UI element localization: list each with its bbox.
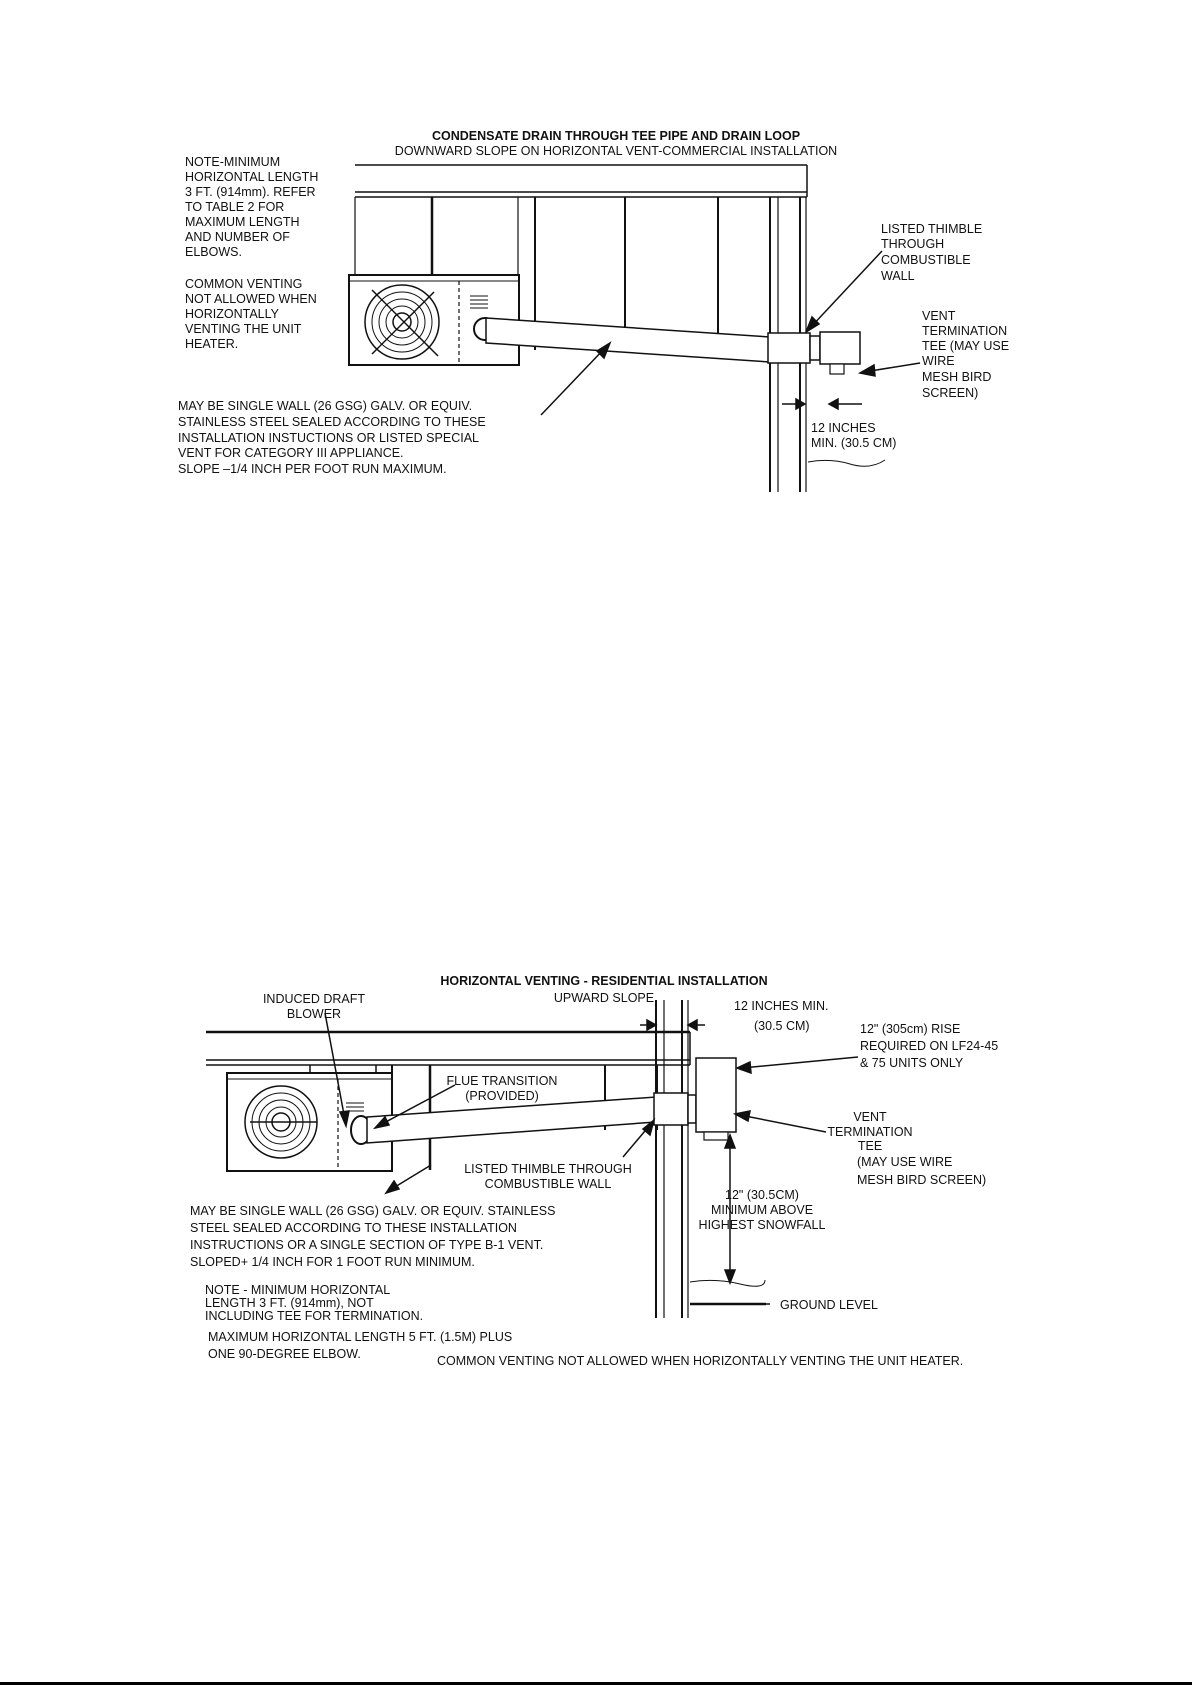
page-bottom-rule	[0, 1682, 1192, 1685]
label-line: COMBUSTIBLE	[881, 253, 971, 267]
label-line: MESH BIRD	[922, 370, 991, 384]
note-line: NOT ALLOWED WHEN	[185, 292, 317, 306]
note-line: STAINLESS STEEL SEALED ACCORDING TO THES…	[178, 415, 486, 429]
termination-label: VENT TERMINATION TEE (MAY USE WIRE MESH …	[827, 1110, 986, 1187]
vent-grille-icon	[470, 295, 488, 309]
pipe-note: MAY BE SINGLE WALL (26 GSG) GALV. OR EQU…	[190, 1204, 555, 1269]
snowfall-label: 12" (30.5CM) MINIMUM ABOVE HIGHEST SNOWF…	[699, 1188, 826, 1232]
note-line: MAXIMUM HORIZONTAL LENGTH 5 FT. (1.5M) P…	[208, 1330, 512, 1344]
label-line: WIRE	[922, 354, 955, 368]
label-line: 12 INCHES	[811, 421, 876, 435]
label-line: MINIMUM ABOVE	[711, 1203, 813, 1217]
label-line: TEE	[858, 1139, 882, 1153]
thimble-label: LISTED THIMBLE THROUGH COMBUSTIBLE WALL	[464, 1162, 632, 1191]
note-line: NOTE-MINIMUM	[185, 155, 280, 169]
note-line: HORIZONTALLY	[185, 307, 280, 321]
note-line: VENT FOR CATEGORY III APPLIANCE.	[178, 446, 404, 460]
rise-label: 12" (305cm) RISE REQUIRED ON LF24-45 & 7…	[860, 1022, 998, 1070]
label-line: SCREEN)	[922, 386, 978, 400]
termination-label: VENT TERMINATION TEE (MAY USE WIRE MESH …	[922, 309, 1009, 400]
flue-label: FLUE TRANSITION (PROVIDED)	[447, 1074, 558, 1103]
label-line: HIGHEST SNOWFALL	[699, 1218, 826, 1232]
label-line: REQUIRED ON LF24-45	[860, 1039, 998, 1053]
ceiling-beam	[206, 1030, 691, 1066]
note-line: ONE 90-DEGREE ELBOW.	[208, 1347, 361, 1361]
clearance-label: 12 INCHES MIN. (30.5 CM)	[811, 421, 896, 450]
label-line: LISTED THIMBLE	[881, 222, 982, 236]
note-min-length: NOTE - MINIMUM HORIZONTAL LENGTH 3 FT. (…	[205, 1283, 423, 1323]
note-line: SLOPED+ 1/4 INCH FOR 1 FOOT RUN MINIMUM.	[190, 1255, 475, 1269]
note-line: HEATER.	[185, 337, 238, 351]
fan-icon	[244, 1085, 318, 1159]
note-line: MAY BE SINGLE WALL (26 GSG) GALV. OR EQU…	[190, 1204, 555, 1218]
slope-label: UPWARD SLOPE	[554, 991, 654, 1005]
note-line: NOTE - MINIMUM HORIZONTAL	[205, 1283, 390, 1297]
figure1-subtitle: DOWNWARD SLOPE ON HORIZONTAL VENT-COMMER…	[395, 144, 837, 158]
note-line: 3 FT. (914mm). REFER	[185, 185, 316, 199]
label-line: BLOWER	[287, 1007, 341, 1021]
note-line: TO TABLE 2 FOR	[185, 200, 284, 214]
label-line: (MAY USE WIRE	[857, 1155, 952, 1169]
label-line: INDUCED DRAFT	[263, 992, 365, 1006]
label-line: (30.5 CM)	[754, 1019, 810, 1033]
thimble-label: LISTED THIMBLE THROUGH COMBUSTIBLE WALL	[881, 222, 982, 283]
note-line: MAXIMUM LENGTH	[185, 215, 300, 229]
clearance-label: 12 INCHES MIN. (30.5 CM)	[734, 999, 828, 1033]
label-line: TERMINATION	[827, 1125, 912, 1139]
label-line: VENT	[922, 309, 956, 323]
label-line: 12" (305cm) RISE	[860, 1022, 960, 1036]
label-line: 12 INCHES MIN.	[734, 999, 828, 1013]
wall-thimble	[767, 332, 811, 364]
label-arrows	[324, 1012, 859, 1305]
ceiling-beam	[355, 164, 808, 198]
note-common-venting: COMMON VENTING NOT ALLOWED WHEN HORIZONT…	[185, 277, 317, 351]
commercial-venting-diagram: CONDENSATE DRAIN THROUGH TEE PIPE AND DR…	[178, 129, 1009, 492]
vent-pipe	[485, 317, 861, 375]
label-line: THROUGH	[881, 237, 944, 251]
residential-venting-diagram: HORIZONTAL VENTING - RESIDENTIAL INSTALL…	[190, 974, 998, 1368]
max-length-note: MAXIMUM HORIZONTAL LENGTH 5 FT. (1.5M) P…	[208, 1330, 512, 1361]
note-line: INCLUDING TEE FOR TERMINATION.	[205, 1309, 423, 1323]
label-line: & 75 UNITS ONLY	[860, 1056, 964, 1070]
label-line: VENT	[853, 1110, 887, 1124]
wall-thimble	[653, 1092, 689, 1126]
note-line: ELBOWS.	[185, 245, 242, 259]
pipe-note: MAY BE SINGLE WALL (26 GSG) GALV. OR EQU…	[178, 399, 486, 476]
note-line: MAY BE SINGLE WALL (26 GSG) GALV. OR EQU…	[178, 399, 472, 413]
label-line: MESH BIRD SCREEN)	[857, 1173, 986, 1187]
label-arrows	[540, 250, 921, 416]
figure2-title: HORIZONTAL VENTING - RESIDENTIAL INSTALL…	[440, 974, 767, 988]
note-line: INSTALLATION INSTUCTIONS OR LISTED SPECI…	[178, 431, 479, 445]
common-venting-note: COMMON VENTING NOT ALLOWED WHEN HORIZONT…	[437, 1354, 963, 1368]
note-line: SLOPE –1/4 INCH PER FOOT RUN MAXIMUM.	[178, 462, 447, 476]
termination-tee	[819, 331, 861, 365]
blower-label: INDUCED DRAFT BLOWER	[263, 992, 365, 1021]
note-line: AND NUMBER OF	[185, 230, 290, 244]
vent-pipe	[366, 1057, 737, 1144]
label-line: (PROVIDED)	[465, 1089, 539, 1103]
label-line: 12" (30.5CM)	[725, 1188, 799, 1202]
fan-icon	[364, 284, 440, 360]
label-line: FLUE TRANSITION	[447, 1074, 558, 1088]
note-line: COMMON VENTING	[185, 277, 302, 291]
note-line: INSTRUCTIONS OR A SINGLE SECTION OF TYPE…	[190, 1238, 543, 1252]
termination-tee	[695, 1057, 737, 1133]
note-line: STEEL SEALED ACCORDING TO THESE INSTALLA…	[190, 1221, 517, 1235]
figure1-title: CONDENSATE DRAIN THROUGH TEE PIPE AND DR…	[432, 129, 800, 143]
note-line: HORIZONTAL LENGTH	[185, 170, 318, 184]
label-line: MIN. (30.5 CM)	[811, 436, 896, 450]
ground-level-label: GROUND LEVEL	[780, 1298, 878, 1312]
note-line: VENTING THE UNIT	[185, 322, 302, 336]
label-line: COMBUSTIBLE WALL	[485, 1177, 612, 1191]
label-line: TEE (MAY USE	[922, 339, 1009, 353]
note-min-length: NOTE-MINIMUM HORIZONTAL LENGTH 3 FT. (91…	[185, 155, 318, 259]
note-line: LENGTH 3 FT. (914mm), NOT	[205, 1296, 374, 1310]
unit-heater	[226, 1072, 393, 1172]
exterior-wall	[655, 1000, 766, 1318]
label-line: WALL	[881, 269, 915, 283]
label-line: LISTED THIMBLE THROUGH	[464, 1162, 632, 1176]
label-line: TERMINATION	[922, 324, 1007, 338]
